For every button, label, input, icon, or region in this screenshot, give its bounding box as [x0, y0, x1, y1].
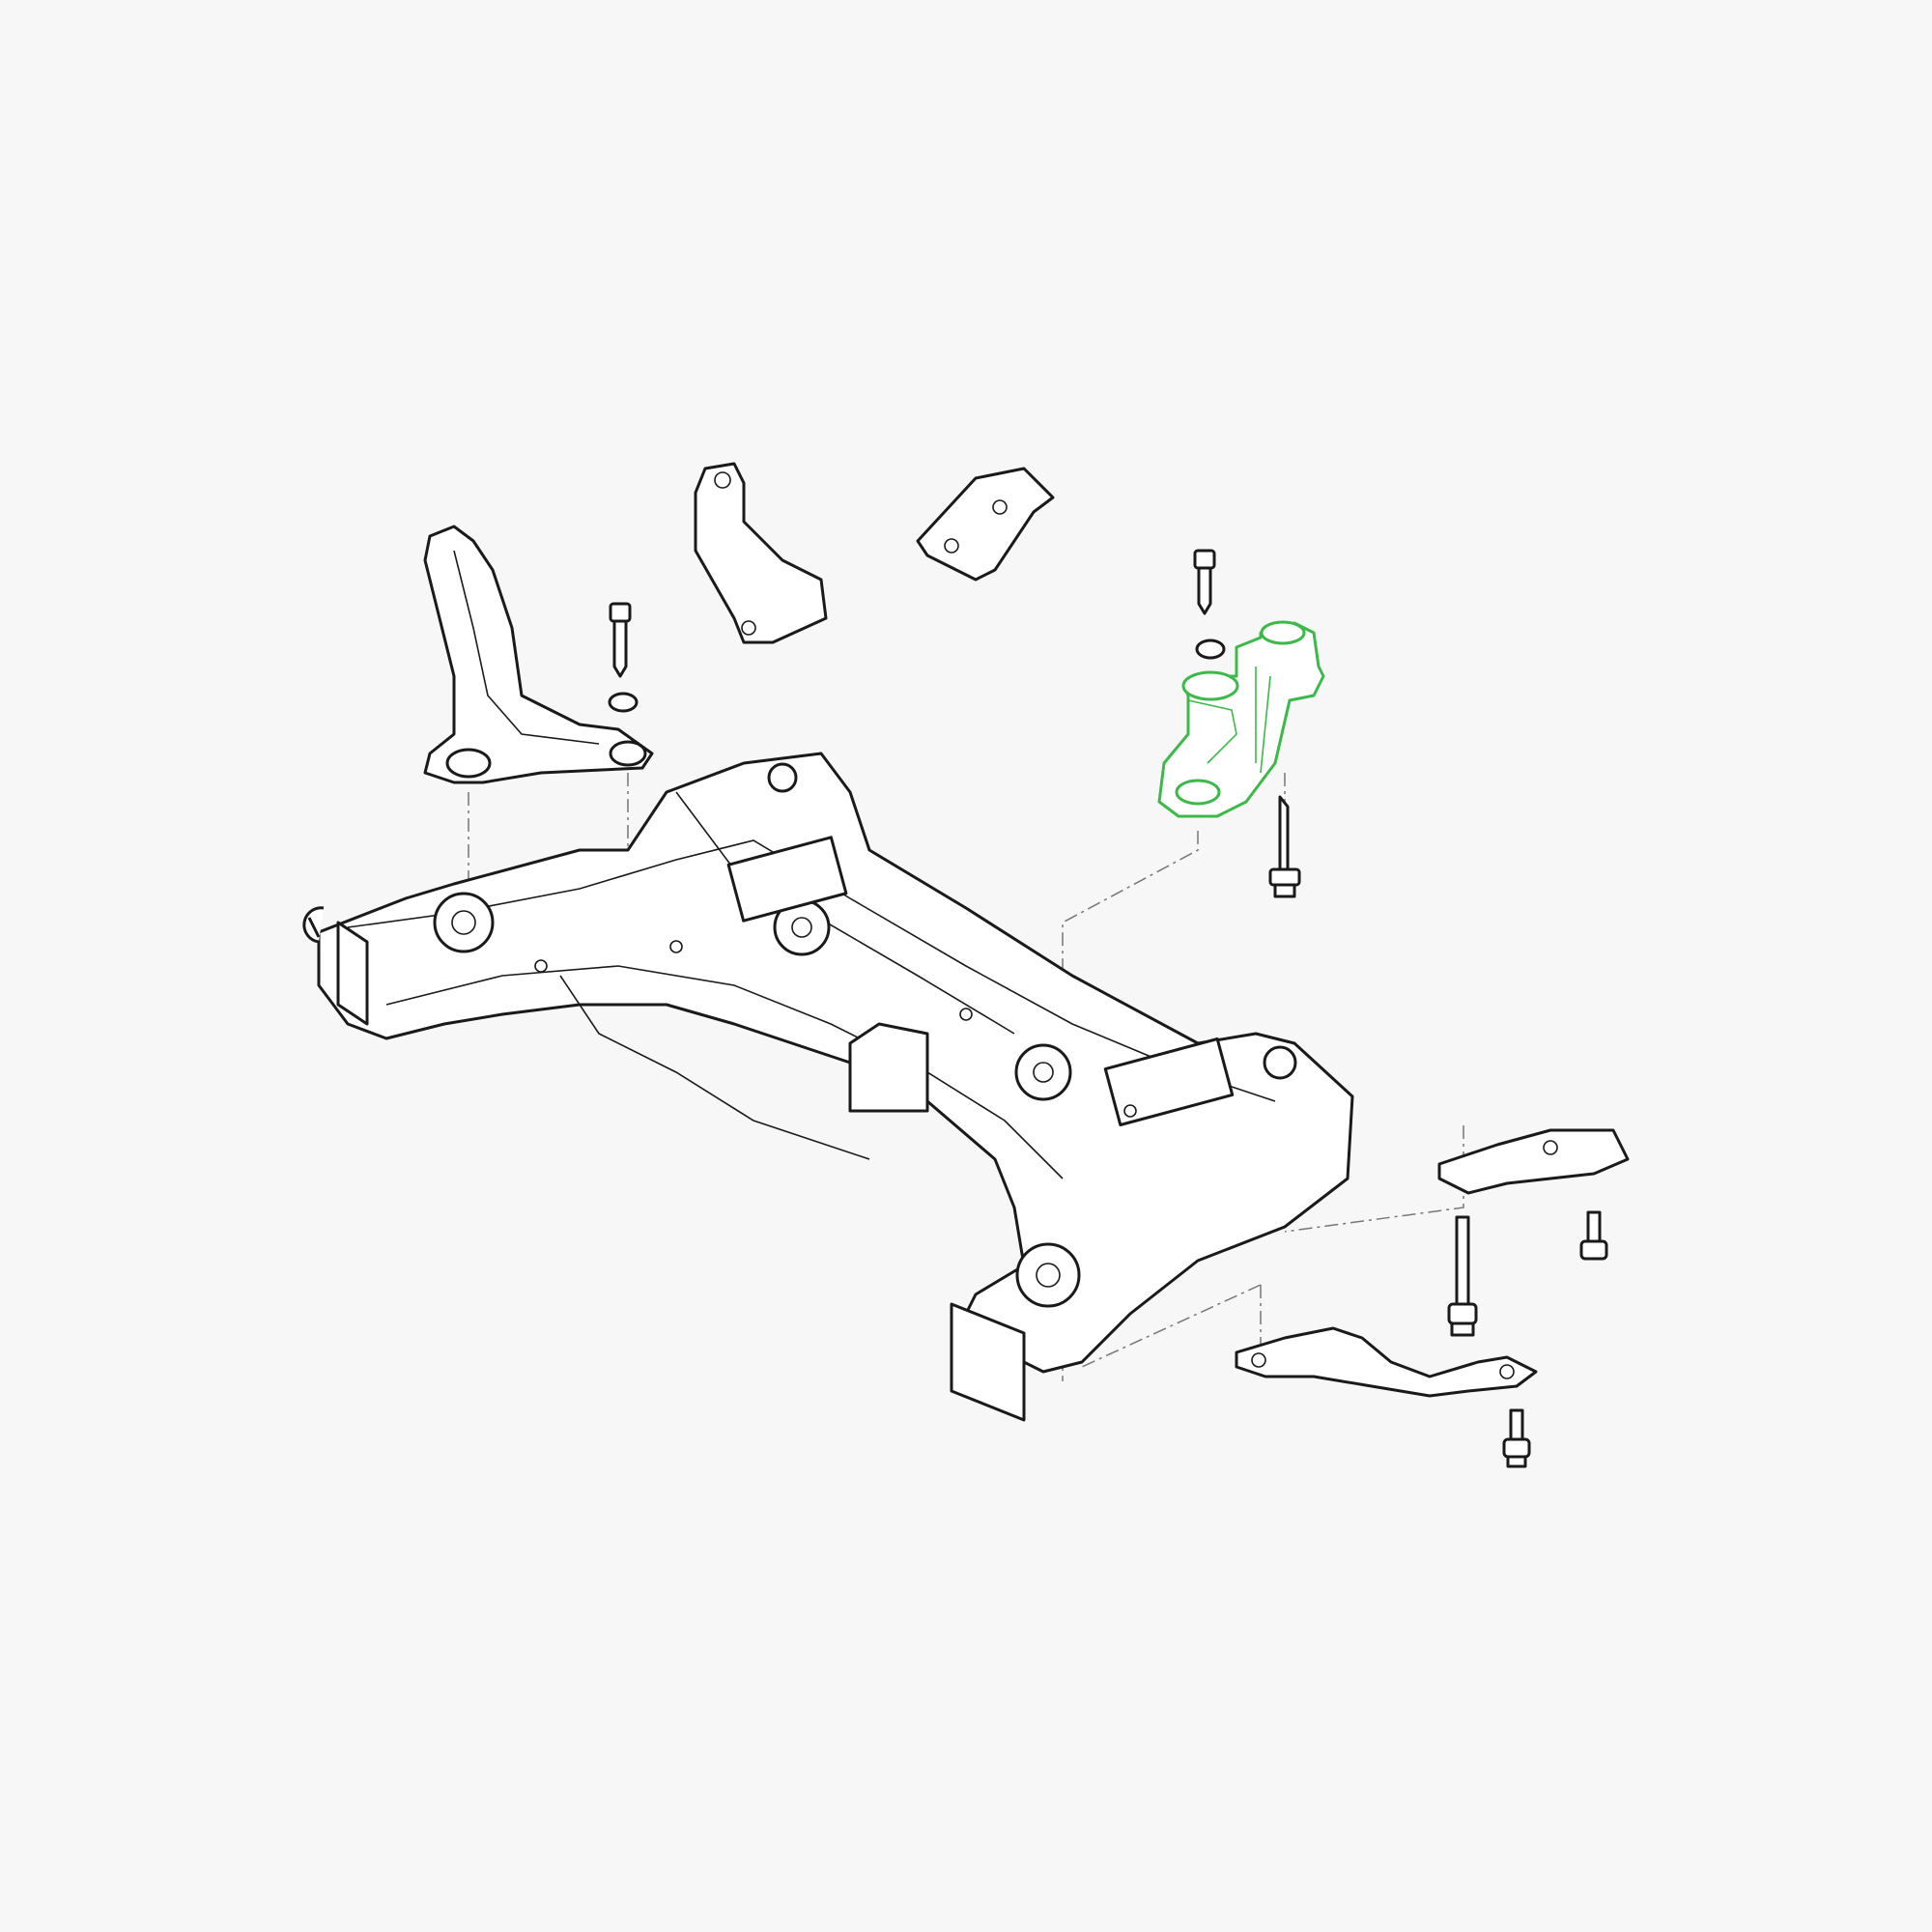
lower-right-bracket[interactable]: [1437, 1128, 1630, 1195]
bolt-lower-right-long[interactable]: [1447, 1215, 1478, 1337]
bolt-bottom[interactable]: [1502, 1408, 1531, 1468]
left-front-mount-tab: [336, 921, 369, 1026]
upper-center-bracket[interactable]: [916, 467, 1055, 582]
left-engine-mount-bracket[interactable]: [423, 525, 654, 784]
bolt-left[interactable]: [608, 602, 639, 713]
front-subframe[interactable]: [302, 752, 1354, 1422]
washer-left: [608, 692, 639, 713]
bolt-right-top[interactable]: [1193, 549, 1226, 660]
right-front-mount-tab: [950, 1302, 1026, 1422]
upper-left-bracket[interactable]: [694, 462, 828, 644]
washer-right: [1195, 639, 1226, 660]
center-bracket: [848, 1022, 929, 1113]
lower-tie-bracket[interactable]: [1235, 1326, 1538, 1398]
bolt-right-long[interactable]: [1268, 795, 1301, 898]
bolt-lower-right-short[interactable]: [1579, 1210, 1608, 1261]
right-engine-mount-bracket[interactable]: [1157, 620, 1325, 818]
